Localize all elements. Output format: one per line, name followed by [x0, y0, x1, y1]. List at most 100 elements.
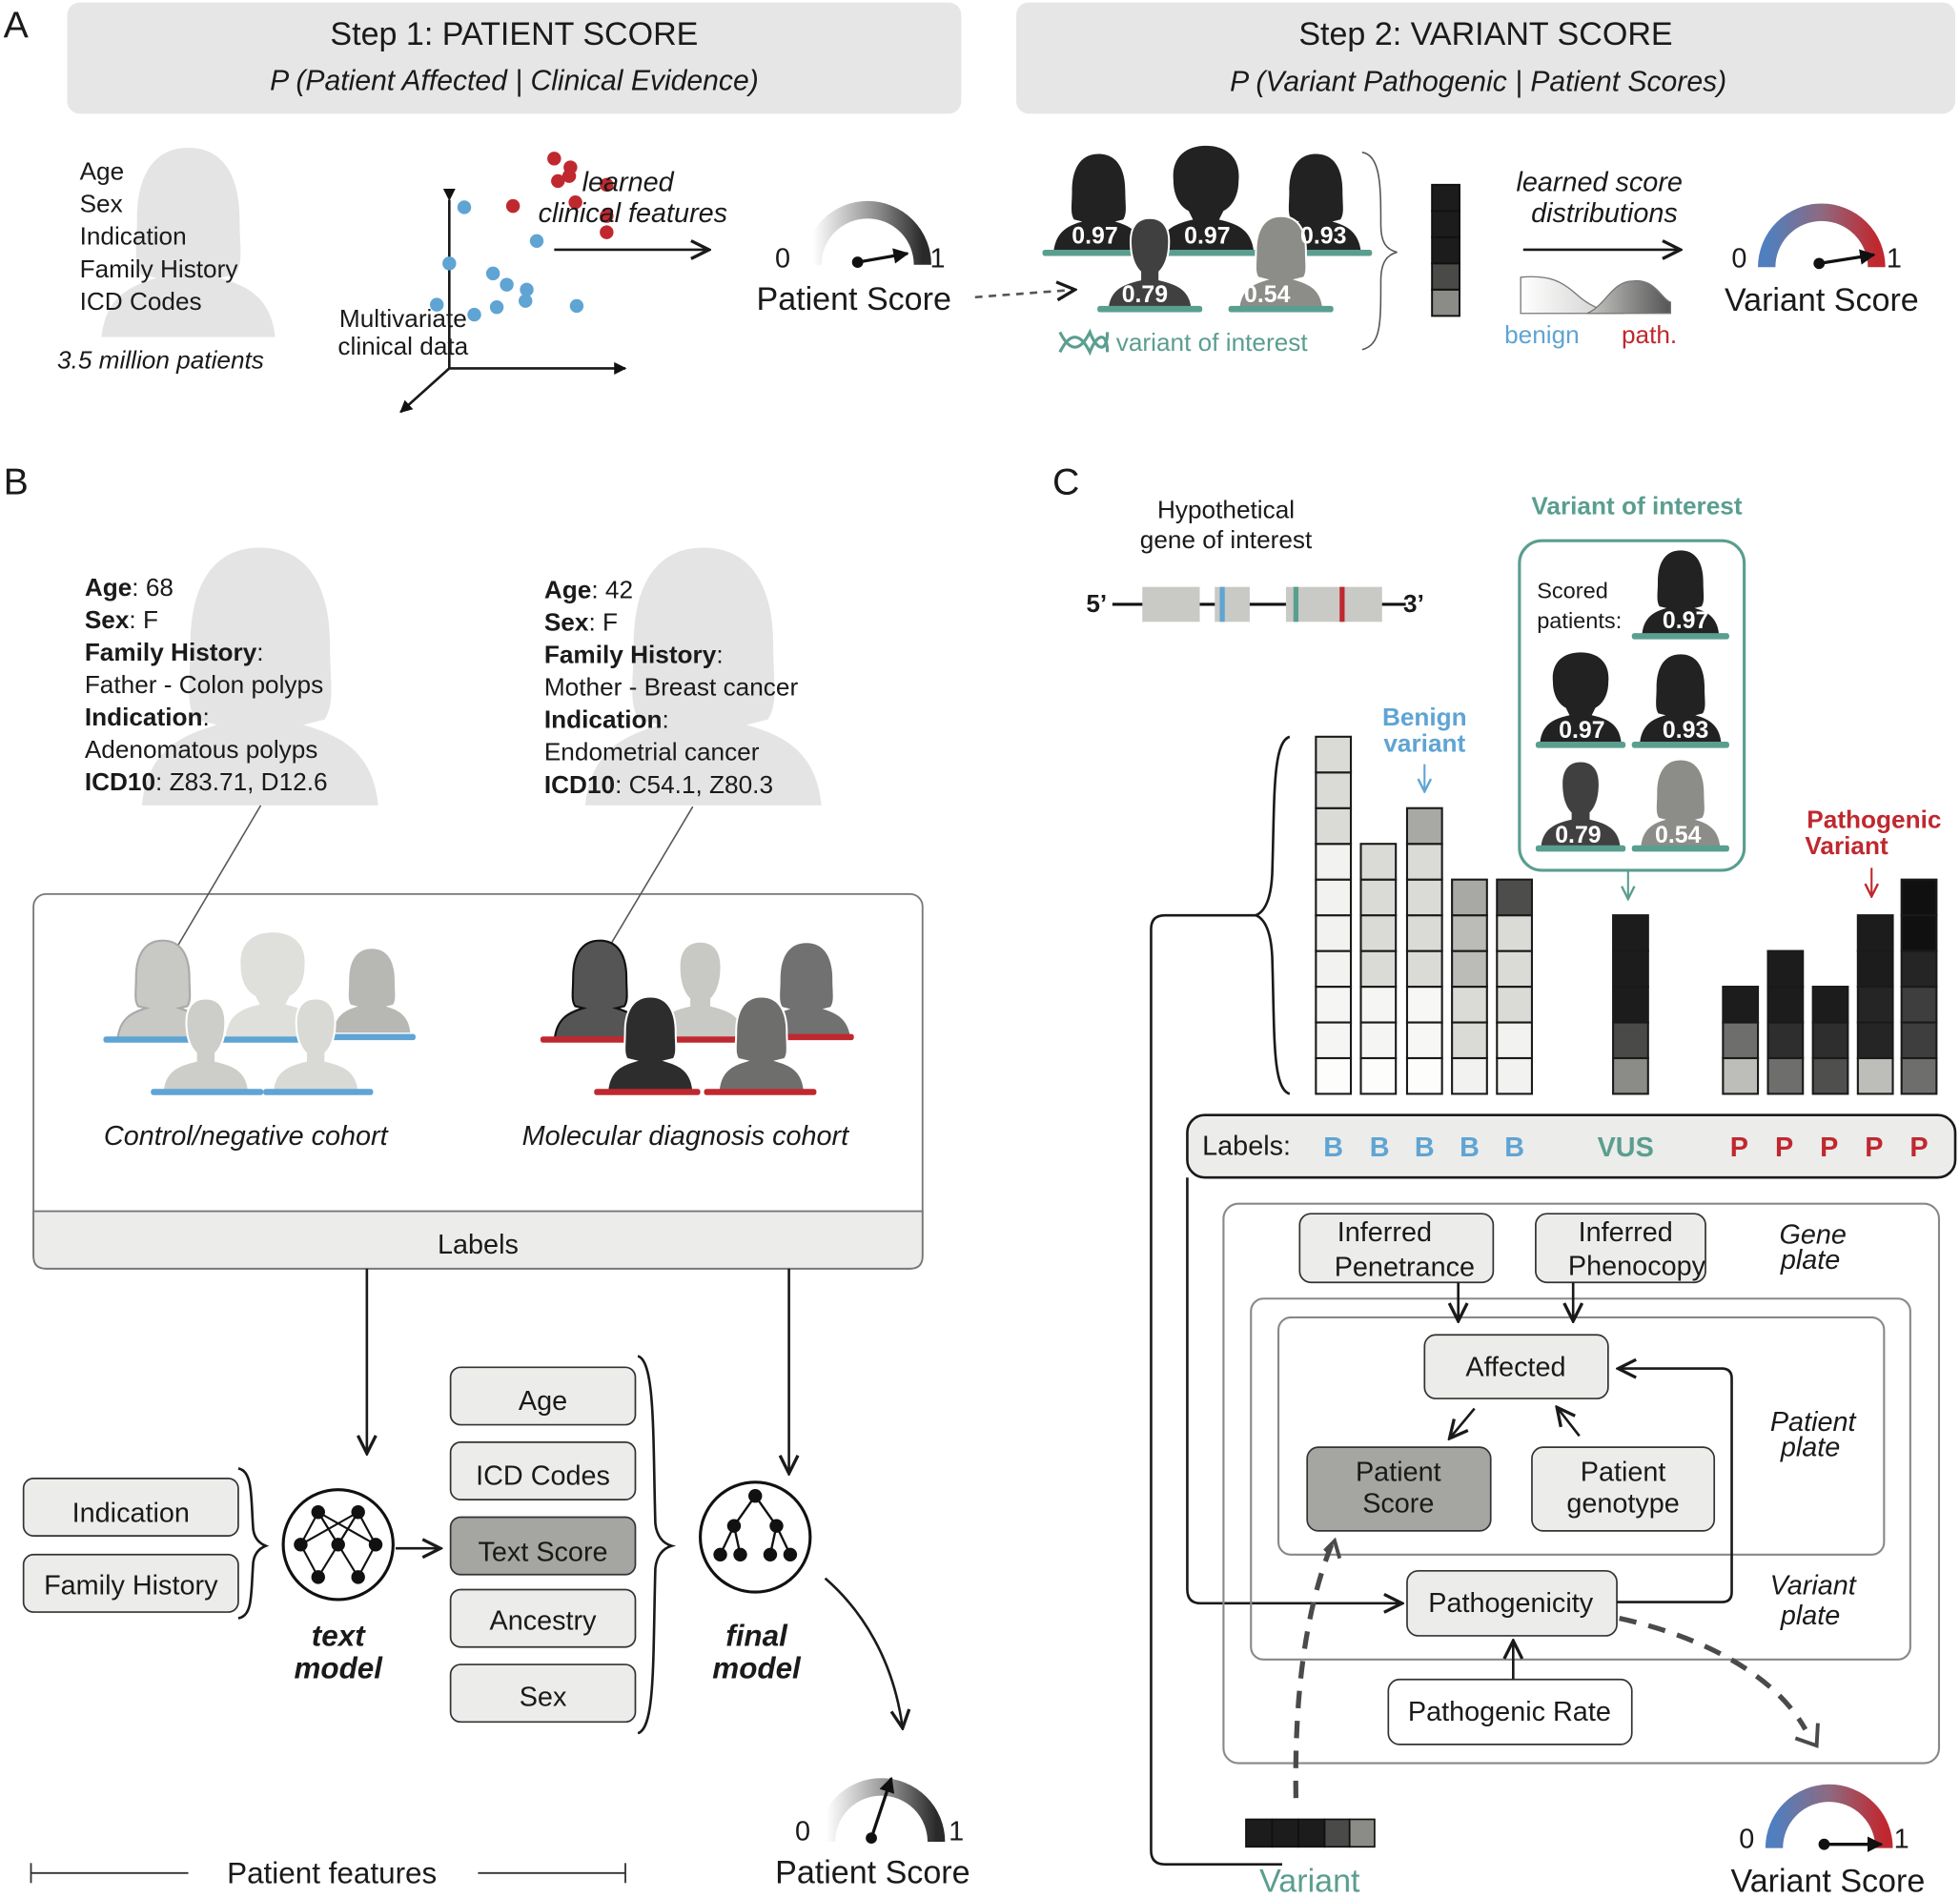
gene-plate-label-1: Gene: [1779, 1220, 1846, 1251]
curved-arrow-icon: [824, 1577, 903, 1728]
stack-cell: [1900, 914, 1938, 952]
labels-prefix: Labels:: [1202, 1132, 1291, 1162]
gauge-min: 0: [795, 1817, 810, 1847]
stack-cell: [1900, 878, 1938, 917]
score-label: 0.93: [1663, 717, 1708, 744]
stack-cell: [1496, 1056, 1534, 1095]
gene-title-1: Hypothetical: [1157, 496, 1295, 524]
brace-icon: [637, 1355, 677, 1735]
stack-cell: [1856, 914, 1894, 952]
voi-patients: [1535, 550, 1729, 852]
field-colon: :: [663, 705, 669, 734]
node-label: Pathogenicity: [1428, 1588, 1593, 1619]
node-label: genotype: [1566, 1488, 1679, 1519]
final-model-label-2: model: [712, 1651, 802, 1684]
patient-plate-label-2: plate: [1780, 1432, 1840, 1462]
stack-cell: [1496, 1021, 1534, 1060]
stack-cell: [1451, 1021, 1488, 1060]
stack-cell: [1811, 1056, 1849, 1095]
label-letter: P: [1820, 1133, 1838, 1163]
pathogenic-point: [568, 194, 582, 210]
node-label: Inferred: [1337, 1217, 1432, 1248]
field-value: : F: [588, 607, 618, 636]
field-value: Adenomatous polyps: [85, 735, 318, 764]
patient-score-label: Patient Score: [775, 1854, 970, 1890]
arrow-icon: [1450, 1407, 1476, 1439]
variant-score-label: Variant Score: [1731, 1863, 1926, 1898]
step2-title: Step 2: VARIANT SCORE: [1298, 16, 1672, 52]
path-label: path.: [1622, 320, 1677, 349]
field-colon: :: [716, 641, 723, 669]
stack-cell: [1722, 1056, 1760, 1095]
label-letter: B: [1460, 1133, 1480, 1163]
svg-text:Family History:: Family History:: [544, 641, 724, 669]
field-value: Father - Colon polyps: [85, 670, 323, 699]
feature-label: Text Score: [479, 1537, 608, 1567]
decision-tree-icon: [699, 1480, 812, 1594]
gauge-max: 1: [949, 1817, 964, 1847]
benign-label: benign: [1504, 320, 1580, 349]
gauge-min: 0: [1739, 1825, 1754, 1855]
field-value: Mother - Breast cancer: [544, 673, 799, 702]
label-letter: P: [1865, 1133, 1883, 1163]
stack-cell: [1359, 949, 1398, 989]
text-input-label: Indication: [72, 1499, 190, 1529]
three-prime-label: 3’: [1403, 589, 1424, 618]
label-letter: VUS: [1598, 1133, 1654, 1163]
labels-bar: Labels: [438, 1230, 519, 1260]
svg-text:Sex: F: Sex: F: [85, 605, 158, 634]
node-label: Patient: [1581, 1458, 1666, 1488]
stack-cell: [1315, 1021, 1353, 1060]
five-prime-label: 5’: [1086, 589, 1107, 618]
stack-cell: [1856, 1021, 1894, 1060]
stack-cell: [1496, 986, 1534, 1024]
stack-cell: [1856, 1056, 1894, 1095]
stack-cell: [1766, 1056, 1805, 1095]
variant-score-gauge-c: [1765, 1784, 1893, 1852]
step1-header: Step 1: PATIENT SCORE P (Patient Affecte…: [67, 2, 962, 114]
field-key: Sex: [544, 607, 589, 636]
node-label: Inferred: [1579, 1217, 1673, 1248]
field-colon: :: [256, 638, 263, 666]
connector-line: [1150, 913, 1282, 1866]
field-colon: :: [202, 703, 209, 731]
stack-cell: [1405, 949, 1443, 989]
step1-title: Step 1: PATIENT SCORE: [330, 16, 698, 52]
multivariate-scatter: [399, 152, 627, 414]
label-letter: P: [1909, 1133, 1928, 1163]
pathogenic-point: [505, 198, 521, 214]
variant-label: Variant: [1259, 1863, 1360, 1898]
patient1-card: Age: 68 Sex: F Family History: Father - …: [85, 573, 328, 796]
feature-box-icd: [449, 1441, 637, 1501]
pathogenic-point: [551, 173, 565, 189]
patient-score-gauge-b: [817, 1776, 946, 1845]
stack-cell: [1612, 986, 1649, 1024]
svg-text:ICD10: Z83.71, D12.6: ICD10: Z83.71, D12.6: [85, 767, 328, 796]
field-key: Indication: [85, 703, 203, 731]
stack-cell: [1900, 986, 1938, 1024]
stack-cell: [1451, 914, 1488, 952]
patient-score-label: Patient Score: [757, 281, 951, 317]
benign-point: [519, 294, 533, 308]
step1-subtitle: P (Patient Affected | Clinical Evidence): [270, 65, 759, 96]
gene-plate-label-2: plate: [1780, 1245, 1840, 1276]
stack-cell: [1359, 843, 1398, 881]
benign-point: [569, 298, 584, 314]
stack-cell: [1315, 914, 1353, 952]
control-cohort-label: Control/negative cohort: [104, 1121, 389, 1152]
voi-title: Variant of interest: [1531, 492, 1742, 520]
field-value: : Z83.71, D12.6: [155, 767, 328, 796]
stack-cell: [1315, 949, 1353, 989]
stack-cell: [1496, 878, 1534, 917]
node-label: Patient: [1356, 1458, 1441, 1488]
stack-cell: [1451, 878, 1488, 917]
pathogenic-point: [600, 225, 614, 239]
pathogenic-point: [600, 209, 614, 223]
score-distributions: [1520, 276, 1672, 315]
field-key: Age: [85, 573, 132, 602]
panel-a-letter: A: [4, 4, 30, 46]
benign-variant-label-1: Benign: [1382, 703, 1467, 731]
label-letter: B: [1504, 1133, 1524, 1163]
feature-label: Ancestry: [490, 1605, 598, 1636]
arrow1-label-2: clinical features: [539, 198, 727, 229]
